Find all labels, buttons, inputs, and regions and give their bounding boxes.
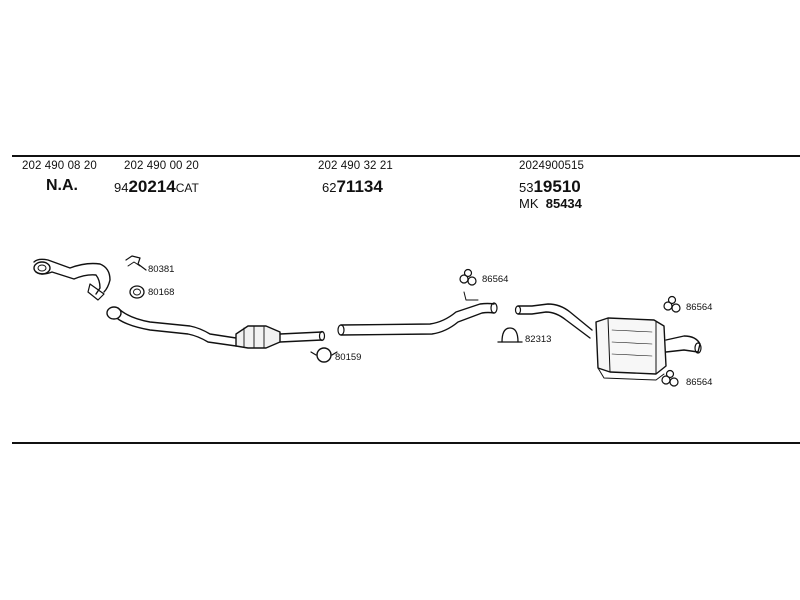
gasket-80168-drawing [129, 285, 145, 299]
kit-main-number: 85434 [545, 196, 582, 211]
part-main-number: 19510 [533, 177, 581, 196]
middle-pipe-drawing [337, 302, 498, 336]
callout-rubber-mount-middle: 86564 [482, 274, 509, 285]
bottom-divider [12, 442, 800, 444]
clamp-82313-drawing [497, 327, 523, 343]
mounting-kit-number: MK 85434 [519, 196, 582, 211]
part-suffix: CAT [175, 181, 199, 195]
rubber-mount-86564-drawing [459, 268, 479, 301]
part-main-number: 71134 [336, 177, 383, 196]
callout-rubber-mount-lower: 86564 [686, 377, 713, 388]
callout-clamp-rear: 82313 [525, 334, 552, 345]
top-divider [12, 155, 800, 157]
part-prefix: 62 [322, 180, 337, 195]
callout-gasket: 80168 [148, 287, 175, 298]
rubber-mount-86564-lower-drawing [661, 369, 679, 387]
rubber-mount-86564-upper-drawing [663, 295, 681, 313]
rear-muffler-drawing [514, 303, 702, 381]
callout-rubber-mount-upper: 86564 [686, 302, 713, 313]
catalyst-pipe-drawing [106, 306, 326, 349]
not-available-label: N.A. [46, 177, 78, 194]
oem-number-rear-muffler: 2024900515 [519, 160, 584, 172]
kit-prefix: MK [519, 196, 539, 211]
bracket-80381-drawing [125, 255, 147, 271]
part-number-catalytic-converter: 9420214CAT [114, 177, 199, 197]
front-pipe-drawing [33, 258, 111, 301]
oem-number-front-pipe: 202 490 08 20 [22, 160, 97, 172]
callout-clamp-middle: 80159 [335, 352, 362, 363]
part-number-rear-muffler: 5319510 [519, 177, 581, 197]
clamp-80159-drawing [310, 347, 338, 363]
part-number-middle-pipe: 6271134 [322, 177, 383, 197]
part-prefix: 94 [114, 180, 129, 195]
oem-number-middle-pipe: 202 490 32 21 [318, 160, 393, 172]
part-prefix: 53 [519, 180, 534, 195]
callout-bracket: 80381 [148, 264, 175, 275]
part-main-number: 20214 [128, 177, 176, 196]
oem-number-catalytic-converter: 202 490 00 20 [124, 160, 199, 172]
